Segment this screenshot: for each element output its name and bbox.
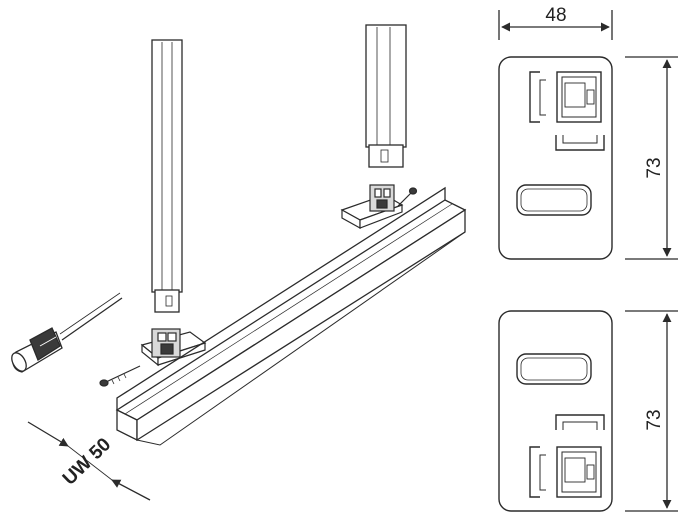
width-dimension-label: 48 [545, 5, 566, 26]
bottom-height-dimension-label: 73 [644, 409, 665, 430]
uw-dimension-marker [27, 421, 151, 501]
left-screw [99, 365, 141, 387]
uw-channel-profile [115, 186, 467, 446]
right-vertical-post [365, 24, 407, 168]
screwdriver [11, 292, 123, 373]
width-dimension-marker [498, 10, 613, 40]
top-height-dimension-marker [625, 56, 678, 260]
right-screw [397, 187, 418, 207]
bottom-plate [498, 310, 613, 512]
left-vertical-post [151, 39, 183, 313]
right-post-clip [340, 184, 404, 230]
left-post-clip [140, 328, 207, 367]
bottom-height-dimension-marker [625, 310, 678, 512]
uw-profile-label: UW 50 [59, 434, 115, 489]
top-plate [498, 56, 613, 260]
top-height-dimension-label: 73 [644, 157, 665, 178]
